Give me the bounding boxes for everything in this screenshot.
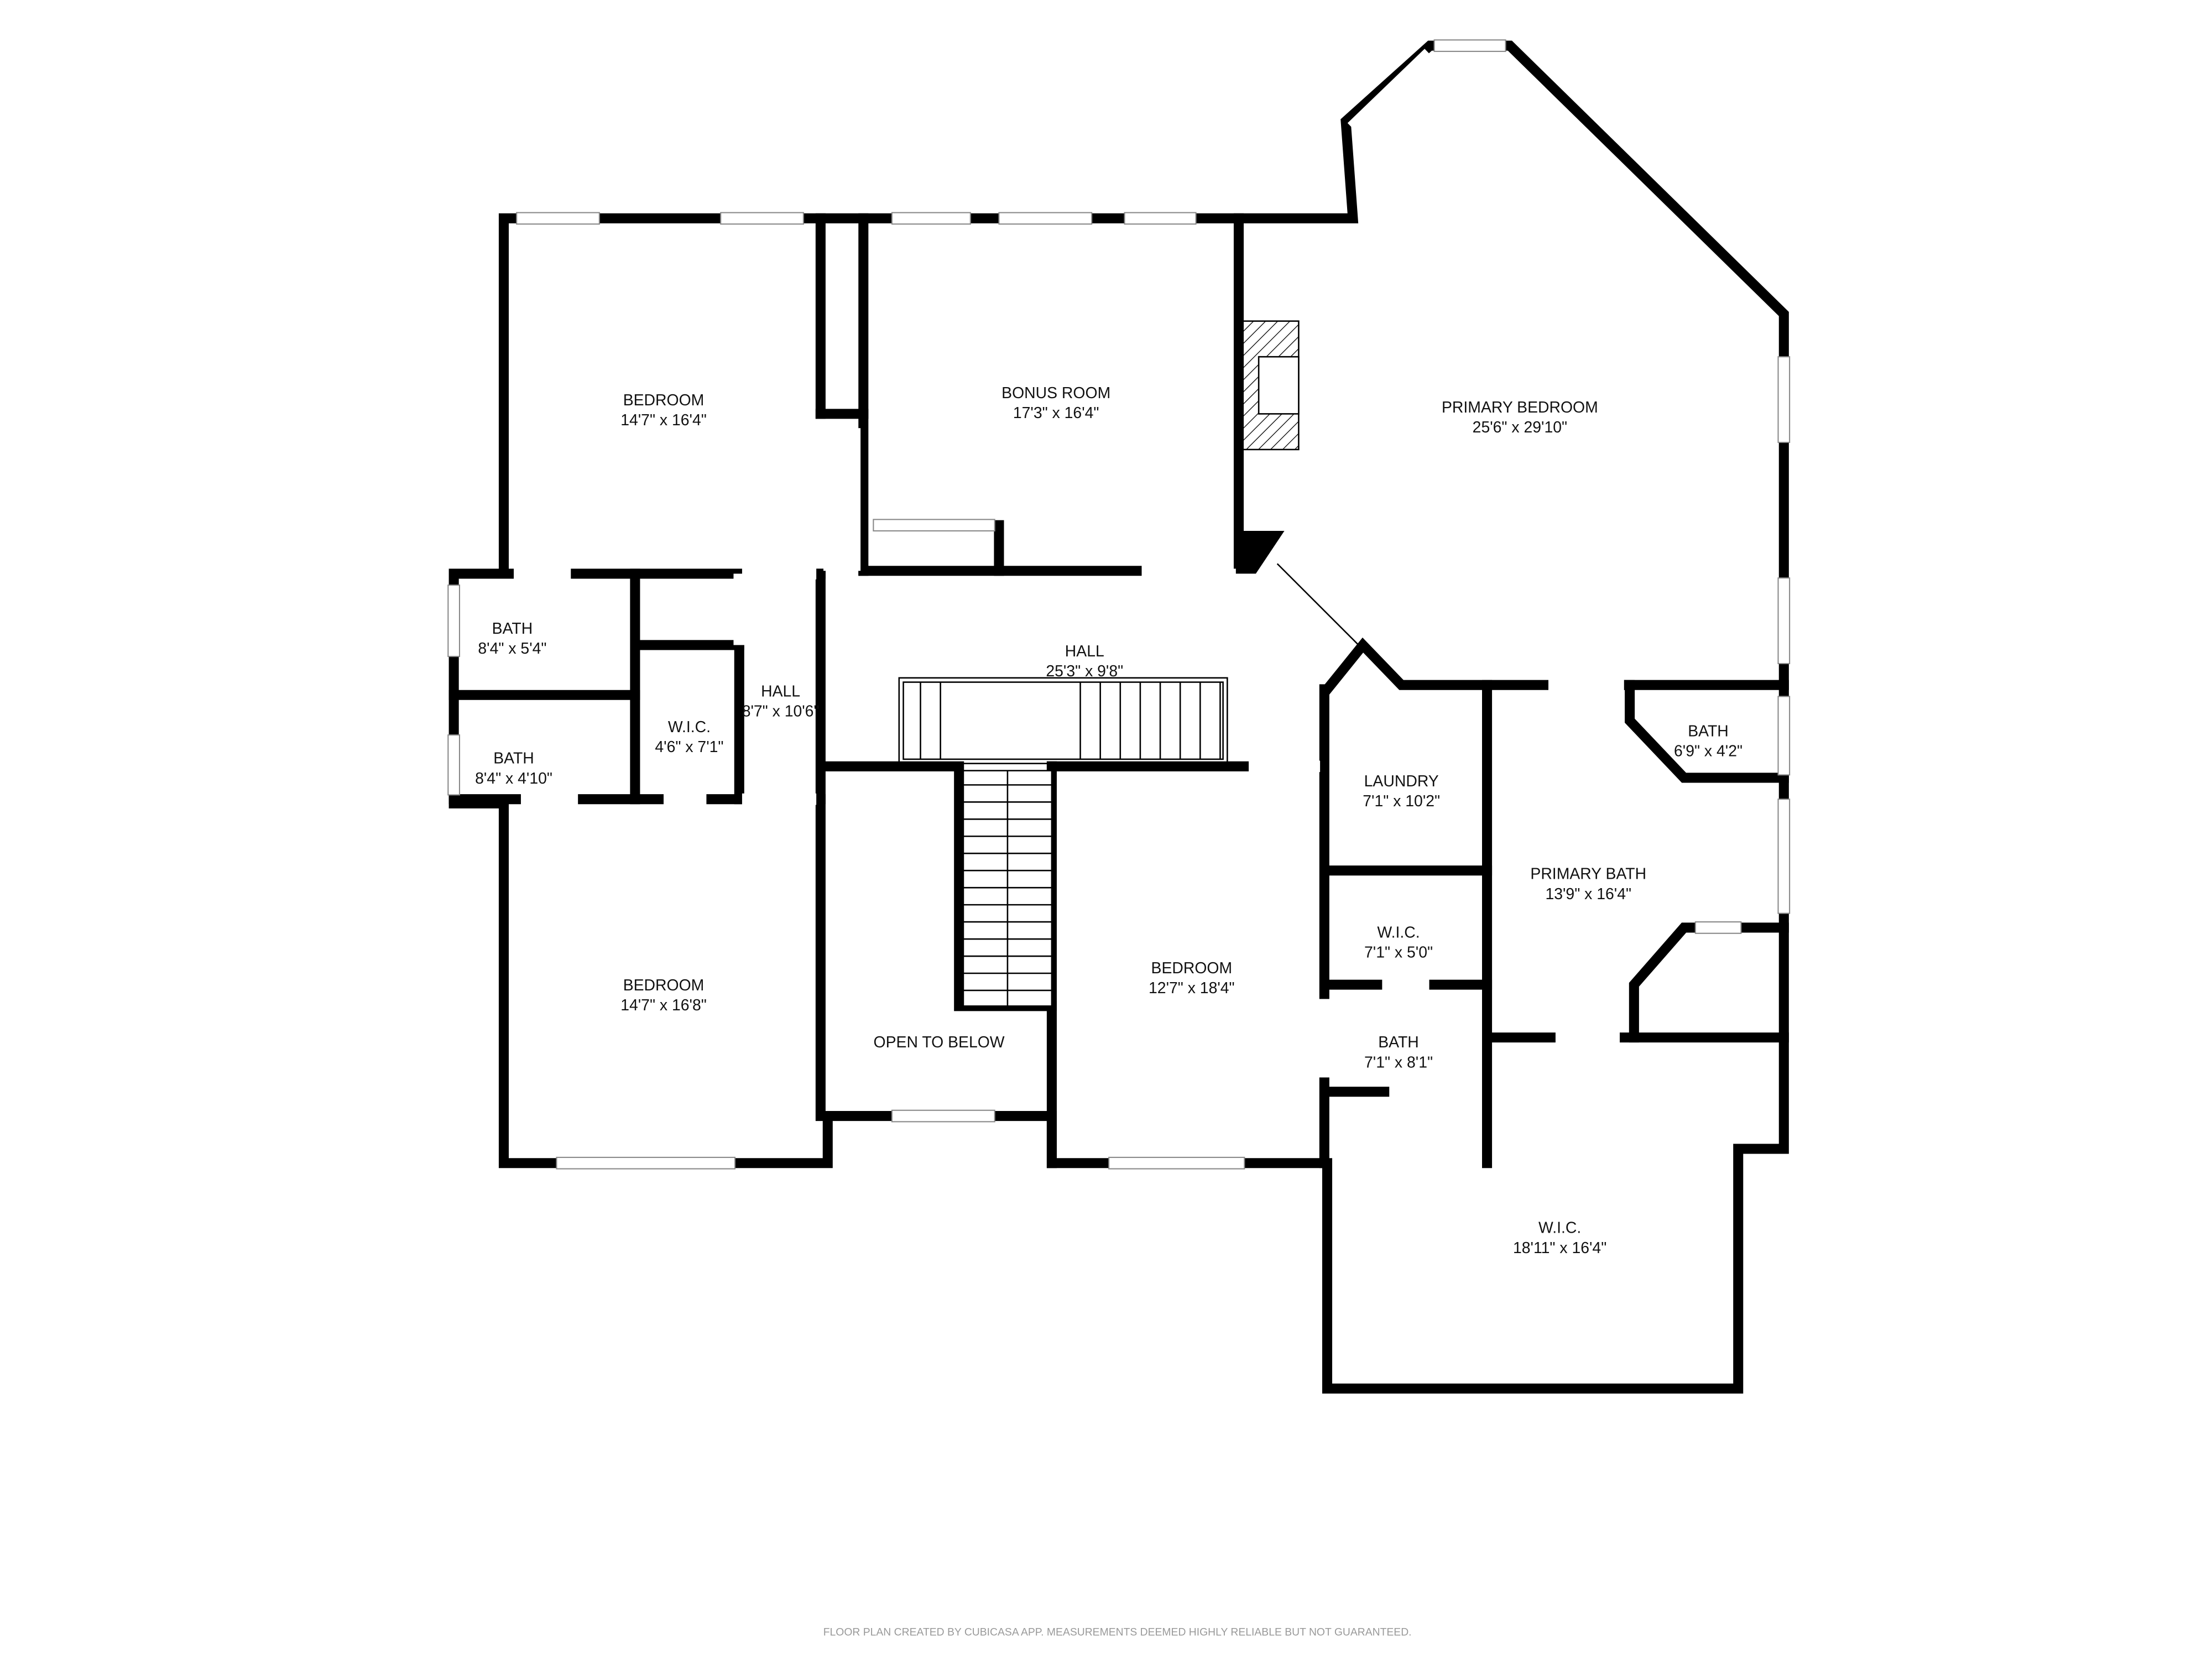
svg-text:OPEN TO BELOW: OPEN TO BELOW [874, 1034, 1005, 1051]
svg-text:PRIMARY BATH: PRIMARY BATH [1530, 865, 1646, 883]
staircase [898, 677, 1228, 1007]
room-label: LAUNDRY 7'1" x 10'2" [1363, 773, 1440, 810]
room-label: BEDROOM 12'7" x 18'4" [1149, 959, 1235, 997]
svg-text:25'3" x 9'8": 25'3" x 9'8" [1046, 662, 1123, 680]
svg-text:BATH: BATH [1688, 723, 1729, 740]
window [873, 519, 995, 532]
svg-text:BEDROOM: BEDROOM [1151, 959, 1233, 977]
svg-text:12'7" x 18'4": 12'7" x 18'4" [1149, 979, 1235, 997]
room-label: BATH 8'4" x 5'4" [478, 620, 546, 658]
window [1777, 356, 1791, 444]
room-label: W.I.C. 4'6" x 7'1" [655, 718, 723, 756]
room-label: BONUS ROOM 17'3" x 16'4" [1001, 384, 1110, 422]
outer-wall [448, 40, 1789, 1394]
footer-disclaimer: FLOOR PLAN CREATED BY CUBICASA APP. MEAS… [823, 1626, 1412, 1638]
room-label: BEDROOM 14'7" x 16'4" [620, 392, 707, 429]
window [1777, 799, 1791, 914]
windows [447, 39, 1791, 1170]
svg-text:7'1" x 8'1": 7'1" x 8'1" [1364, 1053, 1433, 1071]
window [1777, 577, 1791, 665]
svg-text:PRIMARY BEDROOM: PRIMARY BEDROOM [1442, 399, 1598, 416]
svg-text:7'1" x 10'2": 7'1" x 10'2" [1363, 792, 1440, 810]
svg-text:7'1" x 5'0": 7'1" x 5'0" [1364, 944, 1433, 962]
room-label: PRIMARY BEDROOM 25'6" x 29'10" [1442, 399, 1598, 436]
window [447, 585, 460, 658]
room-labels: BEDROOM 14'7" x 16'4" BONUS ROOM 17'3" x 1… [475, 384, 1743, 1257]
window [1694, 921, 1742, 934]
window [891, 1109, 995, 1123]
window [1433, 39, 1506, 52]
room-label: W.I.C. 7'1" x 5'0" [1364, 924, 1433, 961]
room-label: BATH 8'4" x 4'10" [475, 750, 552, 787]
svg-text:W.I.C.: W.I.C. [1377, 924, 1420, 941]
svg-text:BONUS ROOM: BONUS ROOM [1001, 384, 1110, 402]
window [1777, 696, 1791, 776]
svg-text:17'3" x 16'4": 17'3" x 16'4" [1013, 404, 1099, 422]
room-label: BATH 6'9" x 4'2" [1674, 723, 1743, 760]
svg-text:BEDROOM: BEDROOM [623, 392, 705, 409]
walls [448, 40, 1789, 1394]
window [998, 212, 1093, 225]
svg-text:W.I.C.: W.I.C. [668, 718, 711, 736]
svg-text:BATH: BATH [493, 750, 534, 768]
window [516, 212, 600, 225]
svg-text:HALL: HALL [761, 682, 800, 700]
window [891, 212, 971, 225]
svg-text:W.I.C.: W.I.C. [1538, 1219, 1581, 1237]
svg-text:8'7" x 10'6": 8'7" x 10'6" [742, 702, 820, 720]
room-label: BEDROOM 14'7" x 16'8" [620, 977, 707, 1014]
svg-text:18'11" x 16'4": 18'11" x 16'4" [1513, 1239, 1606, 1257]
svg-text:HALL: HALL [1065, 643, 1104, 660]
door-openings [514, 428, 1624, 1078]
svg-text:13'9" x 16'4": 13'9" x 16'4" [1545, 885, 1631, 903]
svg-text:14'7" x 16'4": 14'7" x 16'4" [620, 411, 707, 429]
window [1124, 212, 1197, 225]
room-label: BATH 7'1" x 8'1" [1364, 1034, 1433, 1071]
room-label: HALL 8'7" x 10'6" [742, 682, 820, 720]
window [720, 212, 804, 225]
svg-text:6'9" x 4'2": 6'9" x 4'2" [1674, 743, 1743, 760]
svg-text:14'7" x 16'8": 14'7" x 16'8" [620, 997, 707, 1014]
svg-text:BATH: BATH [1378, 1034, 1419, 1051]
room-label: W.I.C. 18'11" x 16'4" [1513, 1219, 1606, 1257]
svg-text:25'6" x 29'10": 25'6" x 29'10" [1473, 419, 1567, 436]
window [447, 734, 460, 796]
room-label: OPEN TO BELOW [874, 1034, 1005, 1051]
window [1108, 1156, 1245, 1170]
fireplace-icon [1235, 320, 1300, 574]
room-label: HALL 25'3" x 9'8" [1046, 643, 1123, 680]
room-label: PRIMARY BATH 13'9" x 16'4" [1530, 865, 1646, 903]
window [1347, 49, 1430, 128]
svg-text:BATH: BATH [492, 620, 533, 638]
svg-text:LAUNDRY: LAUNDRY [1364, 773, 1439, 790]
window [556, 1156, 736, 1170]
svg-text:8'4" x 5'4": 8'4" x 5'4" [478, 640, 546, 658]
svg-text:BEDROOM: BEDROOM [623, 977, 705, 994]
svg-text:8'4" x 4'10": 8'4" x 4'10" [475, 770, 552, 787]
svg-text:4'6" x 7'1": 4'6" x 7'1" [655, 738, 723, 756]
